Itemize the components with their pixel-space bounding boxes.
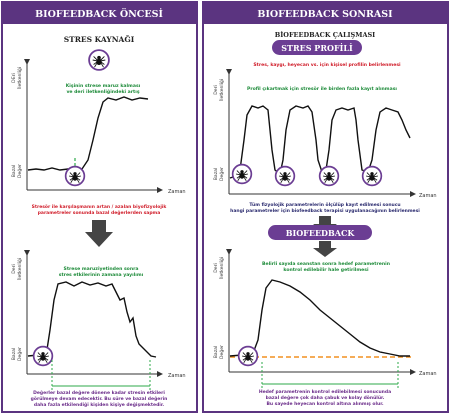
- y-axis-label: İletkenliği: [16, 67, 23, 89]
- baseline-label: Bazal: [213, 168, 219, 180]
- signal-line: [27, 281, 157, 358]
- spider-icon: [64, 165, 86, 187]
- left-caption-mid: Stresör ile karşılaşmanın artan / azalan…: [32, 204, 168, 210]
- down-arrow-icon: [313, 216, 337, 233]
- right-chart-2: Deri İletkenliği Bazal Değer Zaman Belir…: [213, 249, 437, 388]
- left-caption-bottom: görülmeye devam edecektir. Bu süre ve ba…: [31, 396, 168, 402]
- pill-label: BIOFEEDBACK: [286, 228, 356, 238]
- chart-annotation: Strese maruziyetinden sonra: [64, 266, 139, 272]
- y-axis-label: Deri: [11, 264, 17, 274]
- x-axis-label: Zaman: [419, 193, 437, 199]
- pill-label: STRES PROFİLİ: [281, 43, 353, 53]
- spider-icon: [88, 49, 110, 71]
- chart-annotation: Kişinin strese maruz kalması: [66, 83, 141, 89]
- spider-icon: [231, 163, 253, 185]
- left-chart-1: DEri İletkenliği Bazal Değer Zaman Kişin…: [11, 59, 186, 195]
- spider-icon: [274, 165, 296, 187]
- y-axis-label: Deri: [213, 85, 219, 95]
- right-caption-mid: Tüm fizyolojik parametrelerin ölçülüp ka…: [249, 202, 400, 208]
- left-chart-2: Deri İletkenliği Bazal Değer Zaman Stres…: [11, 250, 186, 390]
- right-panel-frame: [202, 1, 449, 413]
- chart-annotation: stres etkilerinin zamana yayılımı: [59, 272, 144, 278]
- spider-icon: [32, 345, 54, 367]
- spider-icon: [318, 165, 340, 187]
- pill-description: Stres, kaygı, heyecan vs. için kişisel p…: [253, 62, 401, 68]
- down-arrow-icon: [313, 241, 337, 257]
- chart-annotation: Profil çıkartmak için stresör ile birden…: [247, 86, 397, 92]
- chart-annotation: ve deri iletkenliğindeki artış: [66, 89, 139, 95]
- right-chart-1: Deri İletkenliği Bazal Değer Zaman Profi…: [213, 69, 437, 199]
- right-section-title: BİOFEEDBACK ÇALIŞMASI: [275, 30, 375, 39]
- y-axis-label: İletkenliği: [218, 79, 225, 101]
- signal-line: [229, 105, 411, 179]
- x-axis-label: Zaman: [419, 371, 437, 377]
- left-caption-bottom: daha fazla etkilendiği kişiden kişiye de…: [34, 402, 165, 408]
- right-caption-bottom: Hedef parametrenin kontrol edilebilmesi …: [259, 389, 391, 395]
- baseline-label: Değer: [218, 345, 225, 359]
- left-section-title: STRES KAYNAĞI: [64, 35, 135, 44]
- x-axis-label: Zaman: [168, 373, 186, 379]
- right-panel-header-bg: [203, 2, 448, 24]
- chart-annotation: Belirli sayıda seanstan sonra hedef para…: [262, 261, 390, 267]
- down-arrow-icon: [85, 220, 113, 247]
- y-axis-label: DEri: [11, 73, 17, 83]
- right-caption-mid: hangi parametreler için biofeedback tera…: [230, 208, 420, 214]
- spider-icon: [237, 345, 259, 367]
- spider-icon: [361, 165, 383, 187]
- left-caption-mid: parametreler sonunda bazal değerlerden s…: [38, 210, 161, 216]
- signal-line: [27, 96, 149, 171]
- left-panel-header-bg: [2, 2, 197, 24]
- y-axis-label: İletkenliği: [218, 257, 225, 279]
- left-panel-header: BIOFEEDBACK ÖNCESİ: [35, 7, 163, 20]
- biofeedback-pill: [268, 225, 372, 240]
- x-axis-label: Zaman: [168, 189, 186, 195]
- baseline-label: Değer: [16, 347, 23, 361]
- right-caption-bottom: Bu sayede heyecan kontrol altına alınmış…: [266, 401, 383, 407]
- stres-profili-pill: [272, 40, 362, 55]
- left-caption-bottom: Değerler bazal değere dönene kadar stres…: [33, 390, 165, 396]
- baseline-label: Değer: [218, 167, 225, 181]
- baseline-label: Değer: [16, 164, 23, 178]
- right-panel-header: BIOFEEDBACK SONRASI: [257, 9, 393, 20]
- y-axis-label: İletkenliği: [16, 258, 23, 280]
- baseline-label: Bazal: [11, 165, 17, 177]
- chart-annotation: kontrol edilebilir hale getirilmesi: [283, 267, 369, 273]
- right-caption-bottom: bazal değere çok daha çabuk ve kolay dön…: [266, 395, 385, 401]
- y-axis-label: Deri: [213, 263, 219, 273]
- baseline-label: Bazal: [11, 348, 17, 360]
- signal-line: [229, 279, 410, 357]
- baseline-label: Bazal: [213, 346, 219, 358]
